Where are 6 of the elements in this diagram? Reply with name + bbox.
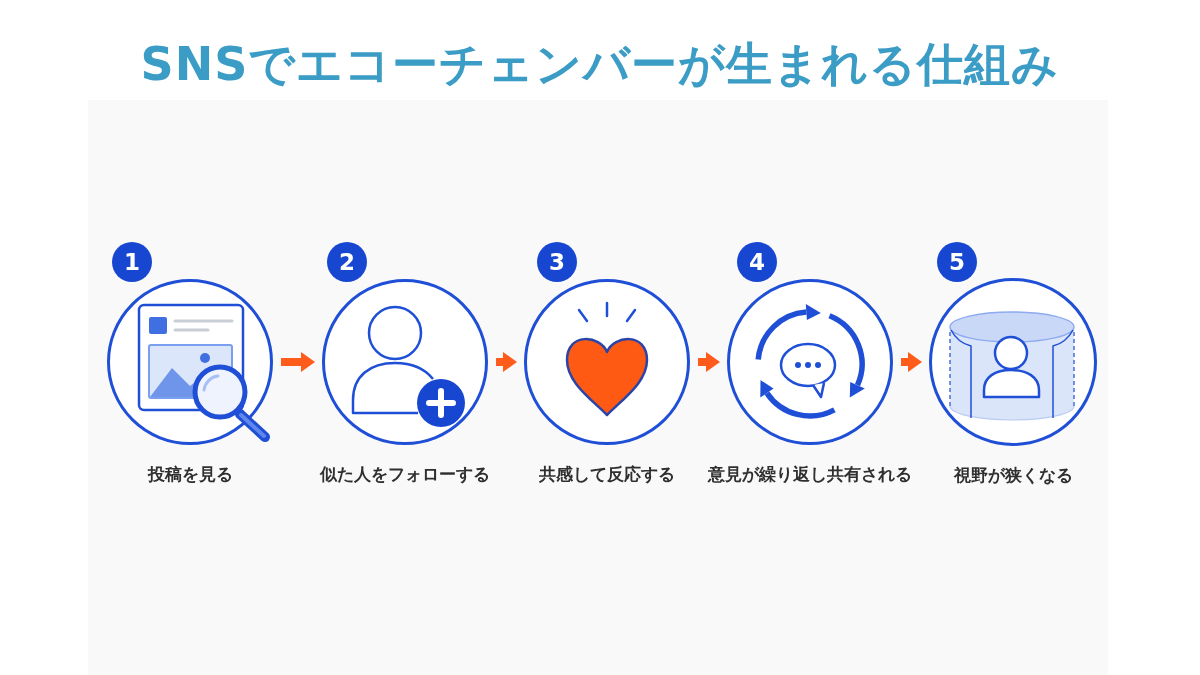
step-label: 投稿を見る [147, 463, 233, 486]
step-label: 意見が繰り返し共有される [708, 463, 912, 486]
step-label: 視野が狭くなる [953, 464, 1073, 487]
step-label: 共感して反応する [539, 463, 675, 486]
title: SNSでエコーチェンバーが生まれる仕組み [139, 36, 1061, 93]
step-label: 似た人をフォローする [320, 463, 490, 486]
